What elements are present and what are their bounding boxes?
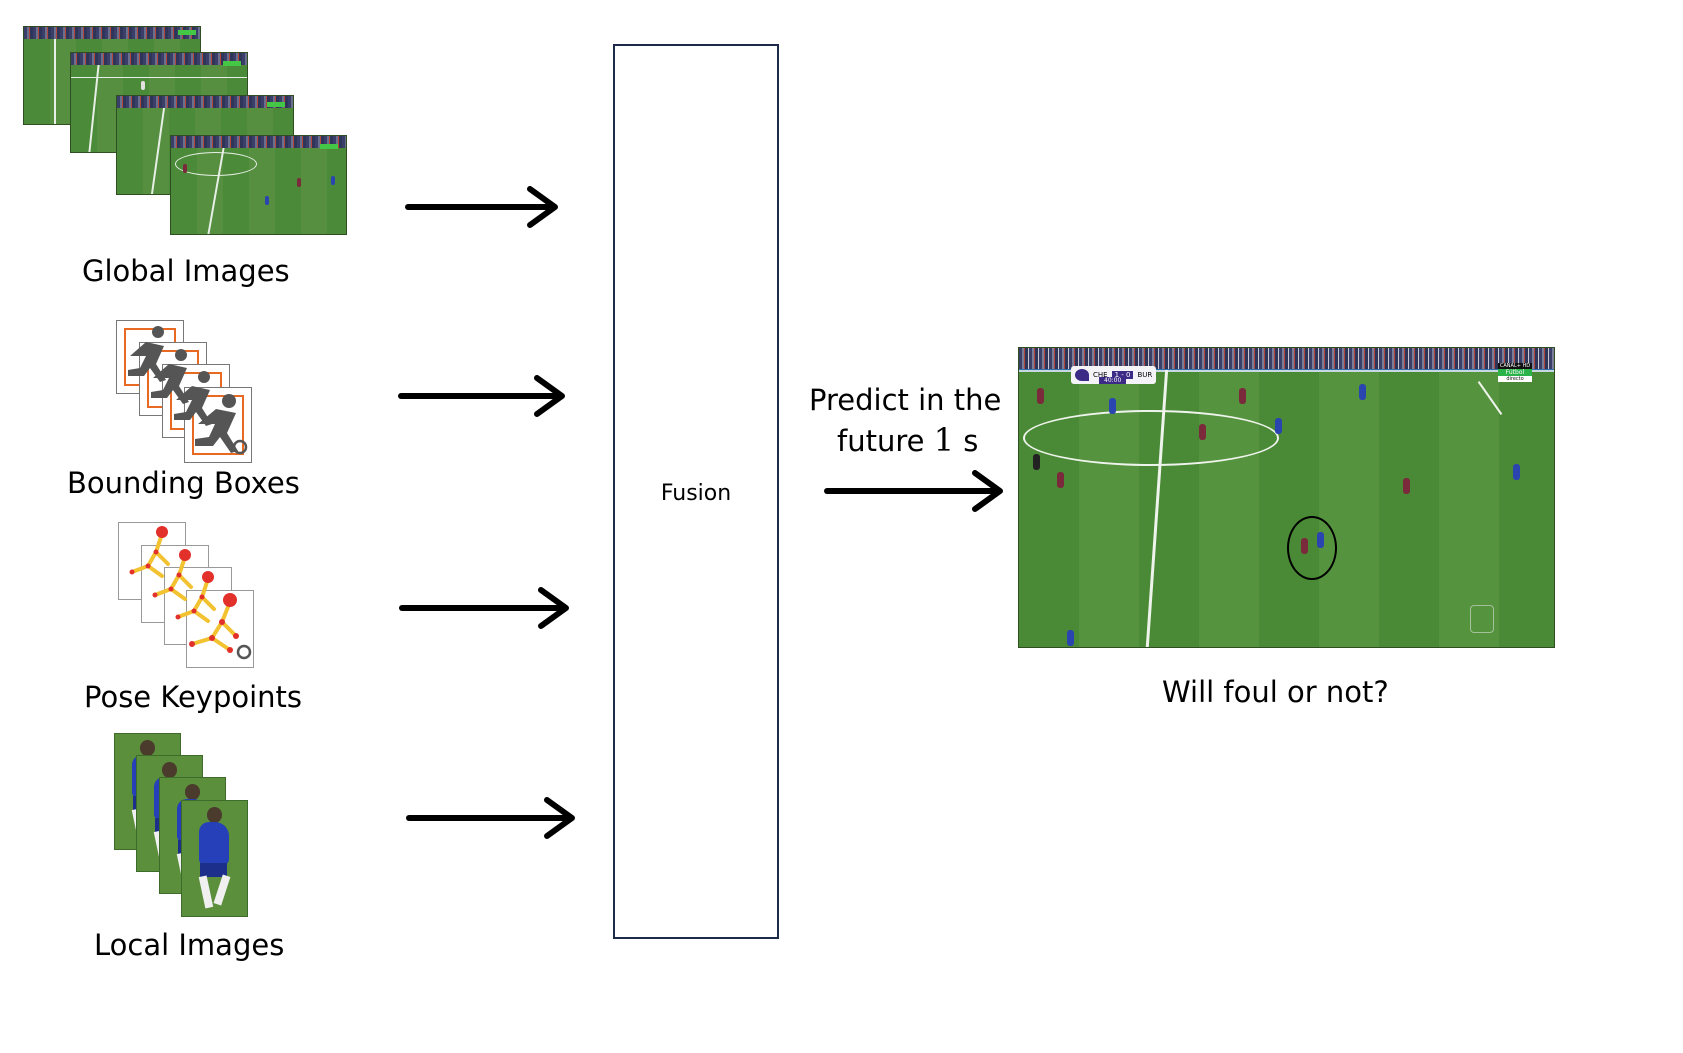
foul-highlight-ellipse	[1287, 516, 1337, 580]
global-images-label: Global Images	[82, 254, 290, 288]
player	[1067, 630, 1074, 646]
center-circle	[1023, 410, 1279, 466]
scoreboard-away: BUR	[1137, 371, 1153, 379]
player	[1403, 478, 1410, 494]
predict-line-2: future 1 s	[837, 421, 978, 459]
predict-horizon-number: 1	[933, 421, 955, 459]
broadcaster-live: directo	[1498, 376, 1532, 382]
player	[1037, 388, 1044, 404]
player	[1239, 388, 1246, 404]
arrow-fusion-to-prediction	[824, 470, 1003, 512]
player	[1057, 472, 1064, 488]
broadcaster-brand: Fútbol	[1498, 369, 1532, 376]
broadcaster-channel: CANAL+ HD	[1498, 363, 1532, 369]
pose-skeleton-icon	[129, 526, 252, 660]
player	[1109, 398, 1116, 414]
scoreboard: CHE 1 - 0 BUR	[1071, 366, 1157, 384]
arrow-bbox-to-fusion	[398, 375, 565, 417]
pose-keypoints-label: Pose Keypoints	[84, 680, 303, 714]
player	[1359, 384, 1366, 400]
scoreboard-score: 1 - 0	[1111, 371, 1134, 379]
league-watermark-icon	[1470, 605, 1494, 633]
player	[1199, 424, 1206, 440]
pose-card-4	[186, 590, 254, 668]
arrow-pose-to-fusion	[399, 587, 569, 629]
scoreboard-home: CHE	[1093, 371, 1108, 379]
runner-icon	[128, 326, 248, 455]
local-images-label: Local Images	[94, 928, 285, 962]
arrow-global-to-fusion	[405, 186, 558, 228]
player	[1275, 418, 1282, 434]
scoreboard-time: 40:00	[1099, 377, 1127, 384]
fusion-label: Fusion	[660, 481, 732, 506]
bounding-boxes-label: Bounding Boxes	[67, 466, 300, 500]
global-image-frame-4	[170, 135, 347, 235]
league-logo-icon	[1075, 369, 1089, 381]
fusion-module: Fusion	[613, 44, 779, 939]
player	[1033, 454, 1040, 470]
predict-future-word: future	[837, 424, 925, 458]
predicted-future-frame: CHE 1 - 0 BUR 40:00 CANAL+ HD Fútbol dir…	[1018, 347, 1555, 648]
predict-line-1: Predict in the	[809, 383, 1002, 417]
local-image-crop-4	[181, 800, 248, 917]
question-label: Will foul or not?	[1162, 675, 1389, 709]
arrow-local-to-fusion	[406, 797, 575, 839]
player	[1513, 464, 1520, 480]
broadcaster-logo: CANAL+ HD Fútbol directo	[1498, 363, 1532, 382]
predict-horizon-unit: s	[963, 424, 979, 458]
